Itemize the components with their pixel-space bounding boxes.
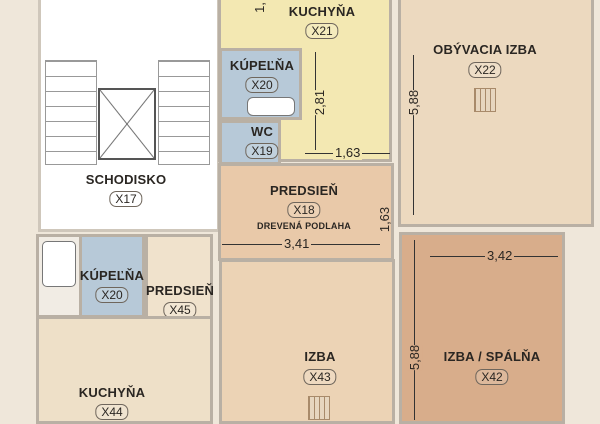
dim-kitchen-width: 1,63: [333, 145, 363, 160]
dim-line: [414, 240, 415, 420]
schodisko-code: X17: [109, 191, 143, 207]
kupelna-top-label: KÚPEĽŇA: [229, 58, 295, 73]
elevator-shaft: [98, 88, 156, 160]
dim-hall-height: 1,63: [377, 206, 393, 233]
bathtub-icon: [247, 97, 295, 116]
room-izba-spalna-x42: [399, 232, 565, 424]
stairs-right: [158, 60, 210, 165]
izba-code: X43: [303, 369, 337, 385]
kupelna-bottom-label: KÚPEĽŇA: [79, 268, 145, 283]
obyvacia-label: OBÝVACIA IZBA: [433, 42, 537, 57]
predsien-top-label: PREDSIEŇ: [269, 183, 339, 198]
kuchyna-top-label: KUCHYŇA: [288, 4, 356, 19]
dim-line: [413, 55, 414, 215]
dim-hall-width: 3,41: [282, 236, 312, 251]
dim-bedroom-height: 5,88: [407, 344, 423, 371]
spalna-label: IZBA / SPÁLŇA: [443, 349, 541, 364]
dim-kitchen-partial: 1,: [251, 2, 267, 13]
spalna-code: X42: [475, 369, 509, 385]
wood-floor-icon: [474, 88, 496, 112]
kuchyna-bottom-label: KUCHYŇA: [78, 385, 146, 400]
kupelna-bottom-code: X20: [95, 287, 129, 303]
kupelna-top-code: X20: [245, 77, 279, 93]
predsien-bottom-label: PREDSIEŇ: [145, 283, 215, 298]
obyvacia-code: X22: [468, 62, 502, 78]
dim-bedroom-width: 3,42: [485, 248, 515, 263]
wc-code: X19: [245, 143, 279, 159]
schodisko-label: SCHODISKO: [85, 172, 167, 187]
floor-note: DREVENÁ PODLAHA: [256, 221, 352, 231]
room-obyvacia-izba-x22: [398, 0, 594, 227]
wood-floor-icon: [308, 396, 330, 420]
stairs-left: [45, 60, 97, 165]
izba-label: IZBA: [304, 349, 336, 364]
dim-living-height: 5,88: [406, 89, 422, 116]
bathtub-icon: [42, 241, 76, 287]
room-izba-x43: [219, 259, 395, 424]
kuchyna-top-code: X21: [305, 23, 339, 39]
predsien-top-code: X18: [287, 202, 321, 218]
kuchyna-bottom-code: X44: [95, 404, 129, 420]
dim-kitchen-height: 2,81: [312, 89, 328, 116]
wc-label: WC: [250, 124, 274, 139]
